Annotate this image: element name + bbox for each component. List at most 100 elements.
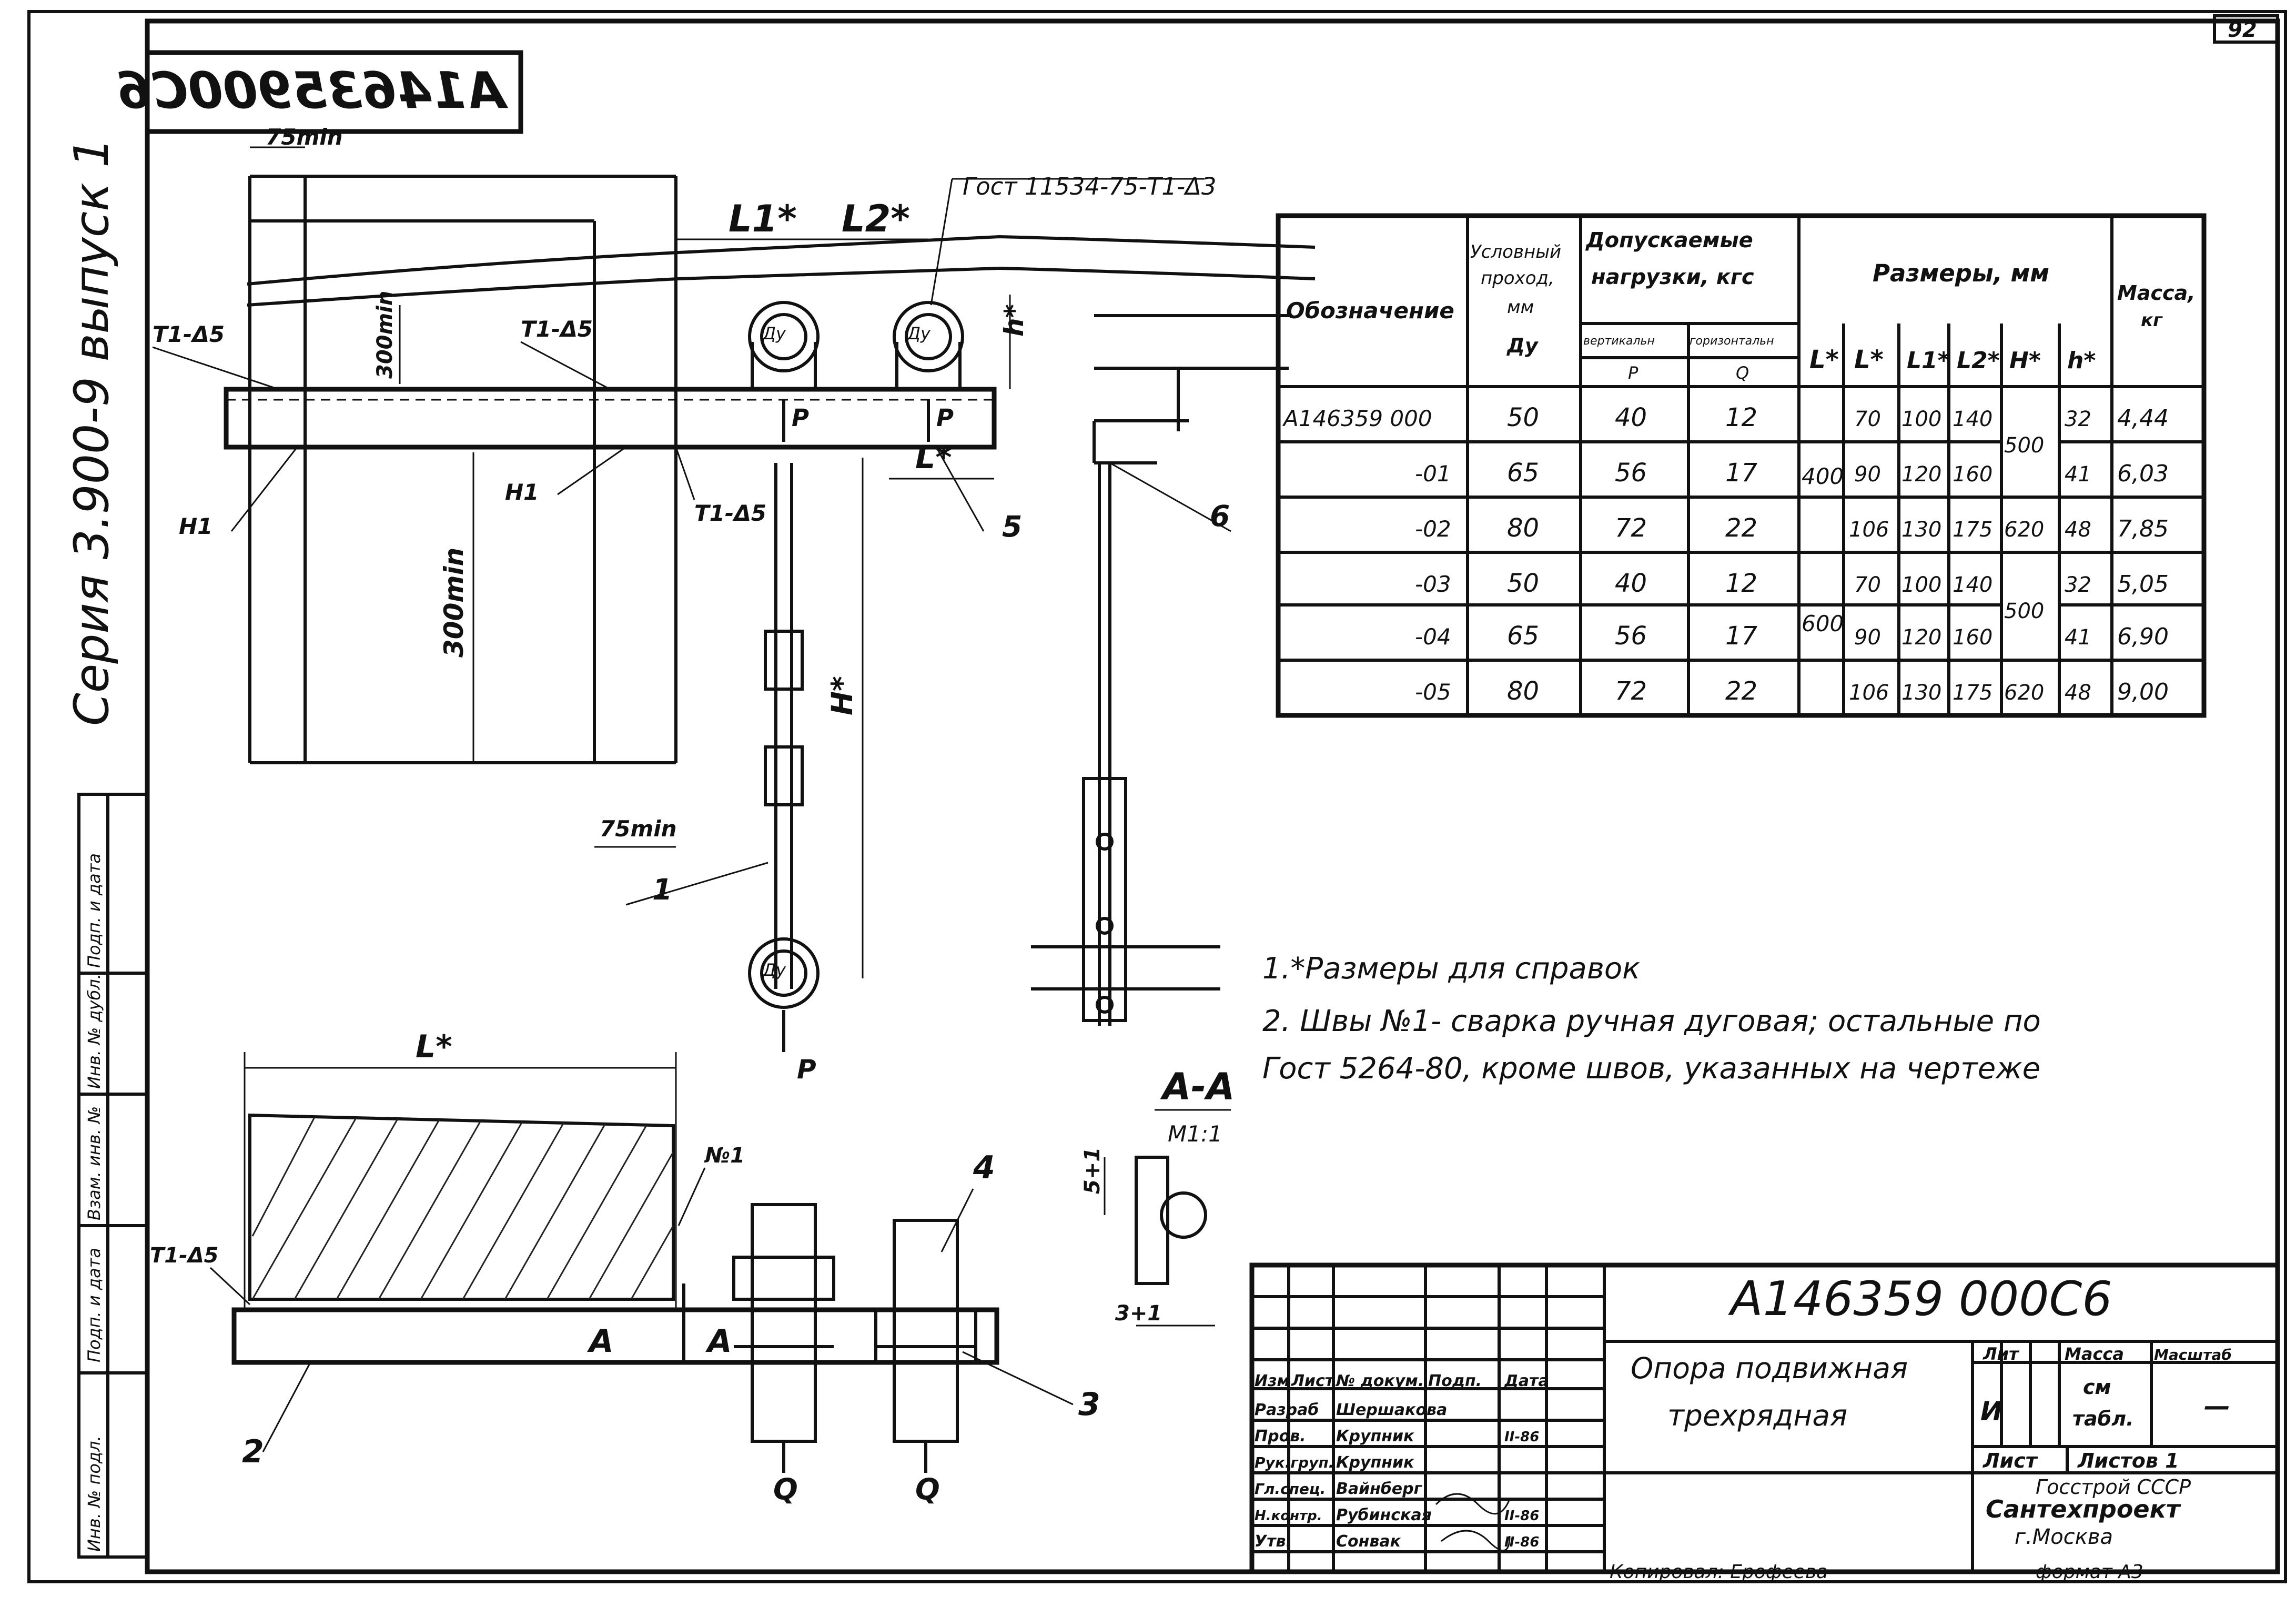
table-h_l2: L2* xyxy=(1957,347,2000,374)
title_block-n_razrab: Шершакова xyxy=(1336,1401,1447,1419)
table-rows-4-des: -04 xyxy=(1415,624,1451,650)
table-rows-2-l: 106 xyxy=(1849,518,1889,542)
table-h_q: Q xyxy=(1736,363,1749,383)
top_view-dy_3: Ду xyxy=(762,960,786,980)
table-h_l: L* xyxy=(1854,345,1884,375)
top_view-dim_300min_a: 300min xyxy=(373,291,397,379)
bottom_view-load_q1: Q xyxy=(773,1472,798,1506)
title_block-date_2: II-86 xyxy=(1504,1508,1539,1524)
title_block-lit_val: И xyxy=(1980,1396,2002,1427)
bottom_view-sect_a2: A xyxy=(705,1323,732,1360)
stamp-box xyxy=(145,50,523,134)
title_block-h_mass: Масса xyxy=(2065,1344,2124,1364)
title_block-r_razrab: Разраб xyxy=(1255,1401,1319,1419)
top_view-dy_2: Ду xyxy=(906,324,931,343)
bottom_view-dim_5: 5+1 xyxy=(1080,1147,1105,1194)
title_block-mass_val_2: табл. xyxy=(2072,1407,2133,1430)
table-rows-0-p: 40 xyxy=(1615,403,1647,432)
table-rows-2-des: -02 xyxy=(1415,516,1451,542)
table-rows-2-l1: 130 xyxy=(1901,518,1941,542)
table-h_dn_4: Ду xyxy=(1506,334,1539,357)
table-rows-2-q: 22 xyxy=(1725,513,1757,543)
table-h_p: P xyxy=(1628,363,1638,383)
table-L_group2: 600 xyxy=(1802,611,1844,636)
title_block-h_doc: № докум. xyxy=(1335,1372,1424,1390)
top-view: Ду Ду P P L1* L2* h* L* Гост 11534-75-Т1… xyxy=(152,124,1316,1085)
notes-n2a: 2. Швы №1- сварка ручная дуговая; осталь… xyxy=(1262,1004,2041,1038)
table-h_designation: Обозначение xyxy=(1286,298,1454,324)
table-rows-2-p: 72 xyxy=(1615,513,1647,543)
top_view-dim_75min_top: 75min xyxy=(266,124,343,150)
table-H_620_b: 620 xyxy=(2004,681,2044,705)
table-rows-4-l2: 160 xyxy=(1953,625,1992,650)
top_view-weld_3: Т1-Δ5 xyxy=(694,500,766,526)
table-rows-2-h: 48 xyxy=(2065,518,2091,542)
top_view-label_h1_a: Н1 xyxy=(179,513,213,539)
bottom_view-section_scale: М1:1 xyxy=(1168,1121,1222,1147)
table-rows-1-des: -01 xyxy=(1415,461,1451,487)
title_block-scale_val: — xyxy=(2204,1391,2230,1421)
top_view-gost_weld: Гост 11534-75-Т1-Δ3 xyxy=(963,173,1217,200)
table-rows-3-l1: 100 xyxy=(1901,573,1941,597)
table-rows-4-dn: 65 xyxy=(1507,621,1539,651)
top_view-dy_1: Ду xyxy=(762,324,786,343)
notes-n2b: Гост 5264-80, кроме швов, указанных на ч… xyxy=(1262,1052,2040,1086)
table-rows-3-h: 32 xyxy=(2065,573,2091,597)
title_block-n_glspec: Вайнберг xyxy=(1336,1480,1423,1498)
table-rows-1-l: 90 xyxy=(1854,462,1881,487)
table-h_dn_1: Условный xyxy=(1470,241,1561,262)
series-label: Серия 3.900-9 выпуск 1 xyxy=(64,138,119,726)
table-rows-0-mass: 4,44 xyxy=(2117,405,2169,432)
table-rows-1-mass: 6,03 xyxy=(2117,460,2169,487)
table-rows-5-q: 22 xyxy=(1725,676,1757,706)
table-H_620_a: 620 xyxy=(2004,518,2044,542)
top_view-dim_h_small: h* xyxy=(999,304,1029,337)
top_view-weld_2: Т1-Δ5 xyxy=(521,316,593,342)
bottom_view-weld_t1: Т1-Δ5 xyxy=(150,1244,219,1268)
top_view-weld_1: Т1-Δ5 xyxy=(153,321,225,347)
table-rows-4-mass: 6,90 xyxy=(2117,623,2169,650)
table-h_dn_3: мм xyxy=(1507,297,1534,318)
left_strip-1: Подп. и дата xyxy=(84,1248,104,1362)
title_block-name_2: трехрядная xyxy=(1667,1399,1847,1432)
top_view-pos_1: 1 xyxy=(652,873,672,906)
title_block-r_rukgr: Рук.груп. xyxy=(1255,1454,1334,1471)
table-h_L: L* xyxy=(1809,345,1839,375)
title_block-h_scale: Масштаб xyxy=(2154,1346,2232,1363)
table-h_mass_2: кг xyxy=(2141,310,2163,331)
table-rows-3-dn: 50 xyxy=(1507,569,1539,598)
table-rows-0-h: 32 xyxy=(2065,407,2091,431)
title_block-n_rukgr: Крупник xyxy=(1336,1453,1414,1472)
stamp_code_mirrored: A14635900C6 xyxy=(117,62,509,120)
top_view-load_p2: P xyxy=(936,404,954,432)
title_block-h_list: Лист xyxy=(1291,1372,1335,1390)
title_block-copied: Копировал: Ерофеева xyxy=(1610,1561,1828,1583)
title_block-n_utv: Сонвак xyxy=(1336,1532,1401,1551)
parameters-table: Обозначение Условный проход, мм Ду Допус… xyxy=(1276,213,2207,718)
top_view-label_h1_b: Н1 xyxy=(505,479,539,505)
title_block-org_3: г.Москва xyxy=(2015,1525,2113,1549)
table-rows-0-l1: 100 xyxy=(1901,407,1941,431)
notes: 1.*Размеры для справок 2. Швы №1- сварка… xyxy=(1262,952,2041,1086)
table-rows-1-h: 41 xyxy=(2065,462,2091,487)
table-rows-0-des: А146359 000 xyxy=(1282,406,1432,431)
table-h_h: h* xyxy=(2067,347,2096,374)
table-rows-0-l2: 140 xyxy=(1953,407,1992,431)
table-rows-1-l1: 120 xyxy=(1901,462,1941,487)
sheet-number-box xyxy=(2213,14,2279,44)
left_strip-4: Подп. и дата xyxy=(84,853,104,968)
table-rows-4-l1: 120 xyxy=(1901,625,1941,650)
top_view-pos_6: 6 xyxy=(1210,499,1230,533)
table-h_dn_2: проход, xyxy=(1481,268,1554,289)
left_strip-2: Взам. инв. № xyxy=(84,1106,104,1220)
left_strip-3: Инв. № дубл. xyxy=(84,974,104,1089)
title_block-r_nkontr: Н.контр. xyxy=(1255,1508,1322,1524)
outer-frame xyxy=(27,10,2287,1583)
title_block-mass_val_1: см xyxy=(2083,1376,2111,1399)
title_block-n_prov: Крупник xyxy=(1336,1427,1414,1446)
top_view-pos_5: 5 xyxy=(1002,510,1022,543)
table-rows-5-mass: 9,00 xyxy=(2117,679,2169,705)
title_block-r_prov: Пров. xyxy=(1255,1427,1306,1446)
table-rows-3-q: 12 xyxy=(1725,569,1757,598)
